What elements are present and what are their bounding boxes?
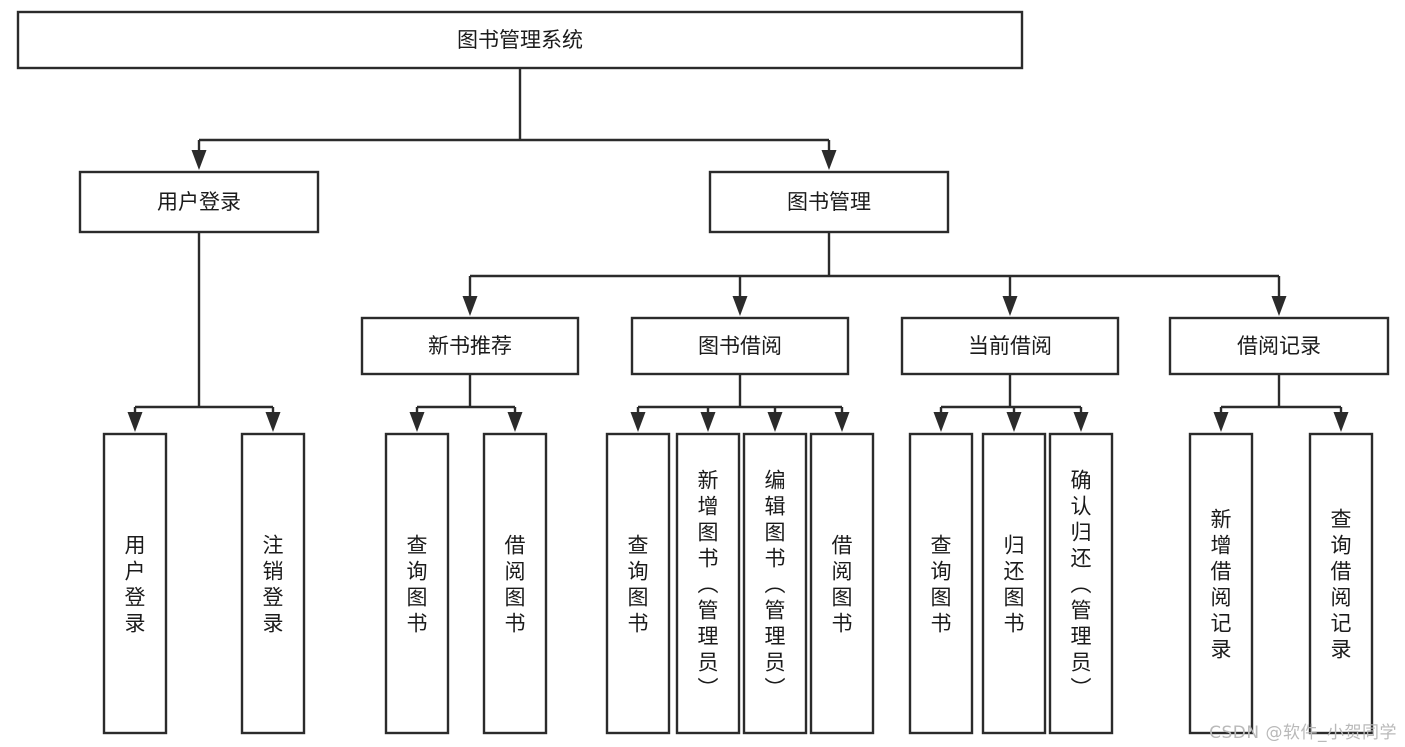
node-leaf-6-编辑图书管理员-label: 编辑图书︵管理员︶	[765, 469, 786, 701]
node-leaf-0-用户登录-box[interactable]	[102, 432, 168, 735]
node-l2-图书管理-box[interactable]	[708, 170, 950, 234]
node-l3-图书借阅-box[interactable]	[630, 316, 850, 376]
node-root-图书管理系统[interactable]: 图书管理系统	[16, 10, 1024, 70]
node-l2-用户登录-label: 用户登录	[157, 190, 241, 214]
arrow-head-icon	[191, 150, 207, 170]
node-leaf-2-查询图书[interactable]: 查询图书	[384, 432, 450, 735]
node-leaf-5-新增图书管理员[interactable]: 新增图书︵管理员︶	[675, 432, 741, 735]
connectors-layer	[127, 68, 1349, 432]
arrow-head-icon	[1073, 412, 1089, 432]
node-l3-新书推荐-label: 新书推荐	[428, 334, 512, 358]
node-l2-用户登录-box[interactable]	[78, 170, 320, 234]
node-leaf-3-借阅图书[interactable]: 借阅图书	[482, 432, 548, 735]
node-leaf-0-用户登录-label: 用户登录	[125, 534, 146, 636]
node-leaf-7-借阅图书[interactable]: 借阅图书	[809, 432, 875, 735]
node-l2-用户登录[interactable]: 用户登录	[78, 170, 320, 234]
node-leaf-8-查询图书-label: 查询图书	[931, 534, 952, 636]
node-leaf-9-归还图书[interactable]: 归还图书	[981, 432, 1047, 735]
node-root-图书管理系统-label: 图书管理系统	[457, 28, 583, 52]
node-l3-借阅记录-box[interactable]	[1168, 316, 1390, 376]
node-l3-借阅记录-label: 借阅记录	[1237, 334, 1321, 358]
node-leaf-11-新增借阅记录[interactable]: 新增借阅记录	[1188, 432, 1254, 735]
node-leaf-10-确认归还管理员-label: 确认归还︵管理员︶	[1071, 469, 1092, 701]
arrow-head-icon	[462, 296, 478, 316]
node-leaf-1-注销登录-label: 注销登录	[263, 534, 284, 636]
arrow-head-icon	[700, 412, 716, 432]
node-l3-新书推荐[interactable]: 新书推荐	[360, 316, 580, 376]
node-leaf-9-归还图书-label: 归还图书	[1004, 534, 1025, 636]
arrow-head-icon	[1271, 296, 1287, 316]
arrow-head-icon	[630, 412, 646, 432]
node-leaf-7-借阅图书-box[interactable]	[809, 432, 875, 735]
node-l3-图书借阅[interactable]: 图书借阅	[630, 316, 850, 376]
arrow-head-icon	[834, 412, 850, 432]
node-leaf-12-查询借阅记录[interactable]: 查询借阅记录	[1308, 432, 1374, 735]
arrow-head-icon	[933, 412, 949, 432]
node-leaf-9-归还图书-box[interactable]	[981, 432, 1047, 735]
arrow-head-icon	[821, 150, 837, 170]
arrow-head-icon	[767, 412, 783, 432]
node-leaf-10-确认归还管理员-box[interactable]	[1048, 432, 1114, 735]
node-leaf-8-查询图书[interactable]: 查询图书	[908, 432, 974, 735]
node-leaf-1-注销登录[interactable]: 注销登录	[240, 432, 306, 735]
node-leaf-11-新增借阅记录-box[interactable]	[1188, 432, 1254, 735]
node-leaf-2-查询图书-box[interactable]	[384, 432, 450, 735]
node-leaf-12-查询借阅记录-label: 查询借阅记录	[1331, 508, 1352, 662]
arrow-head-icon	[1213, 412, 1229, 432]
nodes-layer: 图书管理系统用户登录图书管理新书推荐图书借阅当前借阅借阅记录用户登录注销登录查询…	[16, 10, 1390, 735]
arrow-head-icon	[507, 412, 523, 432]
node-leaf-5-新增图书管理员-box[interactable]	[675, 432, 741, 735]
node-leaf-12-查询借阅记录-box[interactable]	[1308, 432, 1374, 735]
node-leaf-11-新增借阅记录-label: 新增借阅记录	[1211, 508, 1232, 662]
node-l2-图书管理[interactable]: 图书管理	[708, 170, 950, 234]
arrow-head-icon	[732, 296, 748, 316]
node-root-图书管理系统-box[interactable]	[16, 10, 1024, 70]
node-l3-当前借阅-label: 当前借阅	[968, 334, 1052, 358]
node-leaf-7-借阅图书-label: 借阅图书	[832, 534, 853, 636]
arrow-head-icon	[265, 412, 281, 432]
arrow-head-icon	[127, 412, 143, 432]
node-l3-当前借阅[interactable]: 当前借阅	[900, 316, 1120, 376]
csdn-watermark: CSDN @软件_小贺同学	[1209, 723, 1397, 743]
node-l3-当前借阅-box[interactable]	[900, 316, 1120, 376]
node-leaf-2-查询图书-label: 查询图书	[407, 534, 428, 636]
node-leaf-6-编辑图书管理员-box[interactable]	[742, 432, 808, 735]
node-leaf-0-用户登录[interactable]: 用户登录	[102, 432, 168, 735]
arrow-head-icon	[409, 412, 425, 432]
node-leaf-1-注销登录-box[interactable]	[240, 432, 306, 735]
arrow-head-icon	[1002, 296, 1018, 316]
node-l2-图书管理-label: 图书管理	[787, 190, 871, 214]
node-leaf-8-查询图书-box[interactable]	[908, 432, 974, 735]
node-leaf-6-编辑图书管理员[interactable]: 编辑图书︵管理员︶	[742, 432, 808, 735]
node-leaf-4-查询图书-box[interactable]	[605, 432, 671, 735]
node-leaf-3-借阅图书-box[interactable]	[482, 432, 548, 735]
node-leaf-4-查询图书-label: 查询图书	[628, 534, 649, 636]
node-l3-借阅记录[interactable]: 借阅记录	[1168, 316, 1390, 376]
node-leaf-4-查询图书[interactable]: 查询图书	[605, 432, 671, 735]
arrow-head-icon	[1006, 412, 1022, 432]
node-l3-图书借阅-label: 图书借阅	[698, 334, 782, 358]
arrow-head-icon	[1333, 412, 1349, 432]
node-leaf-10-确认归还管理员[interactable]: 确认归还︵管理员︶	[1048, 432, 1114, 735]
node-leaf-5-新增图书管理员-label: 新增图书︵管理员︶	[698, 469, 719, 701]
node-leaf-3-借阅图书-label: 借阅图书	[505, 534, 526, 636]
node-l3-新书推荐-box[interactable]	[360, 316, 580, 376]
